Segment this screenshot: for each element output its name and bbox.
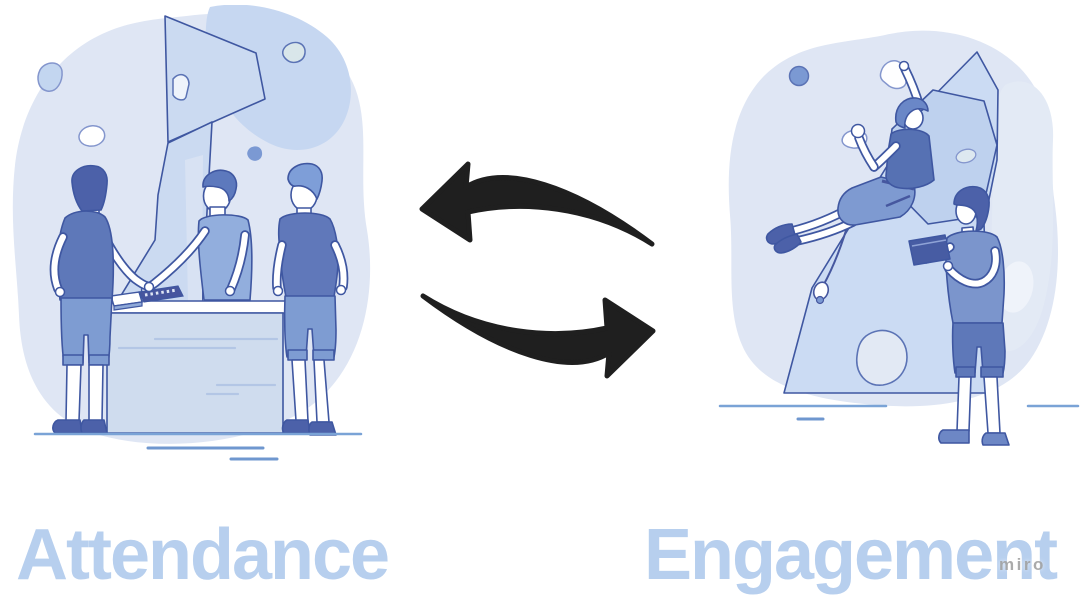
engagement-illustration <box>718 30 1080 446</box>
engagement-label: Engagement <box>644 515 1058 595</box>
arrow-left <box>419 161 655 247</box>
attendance-illustration <box>12 5 371 461</box>
registration-desk <box>97 285 293 434</box>
engagement-panel <box>700 10 1080 460</box>
observer-figure <box>908 185 1010 446</box>
visitor-right-figure <box>272 162 349 436</box>
visitor-left-figure <box>49 164 155 434</box>
arrow-right <box>420 293 656 379</box>
ground-lines-right <box>718 404 1080 421</box>
sync-arrows-icon <box>419 161 656 379</box>
attendance-label: Attendance <box>16 515 390 595</box>
sign-in-keyboard <box>110 285 184 311</box>
ground-lines-left <box>33 432 363 461</box>
miro-watermark: miro <box>999 555 1046 574</box>
attendance-panel <box>5 5 395 475</box>
climber-figure <box>765 60 935 305</box>
